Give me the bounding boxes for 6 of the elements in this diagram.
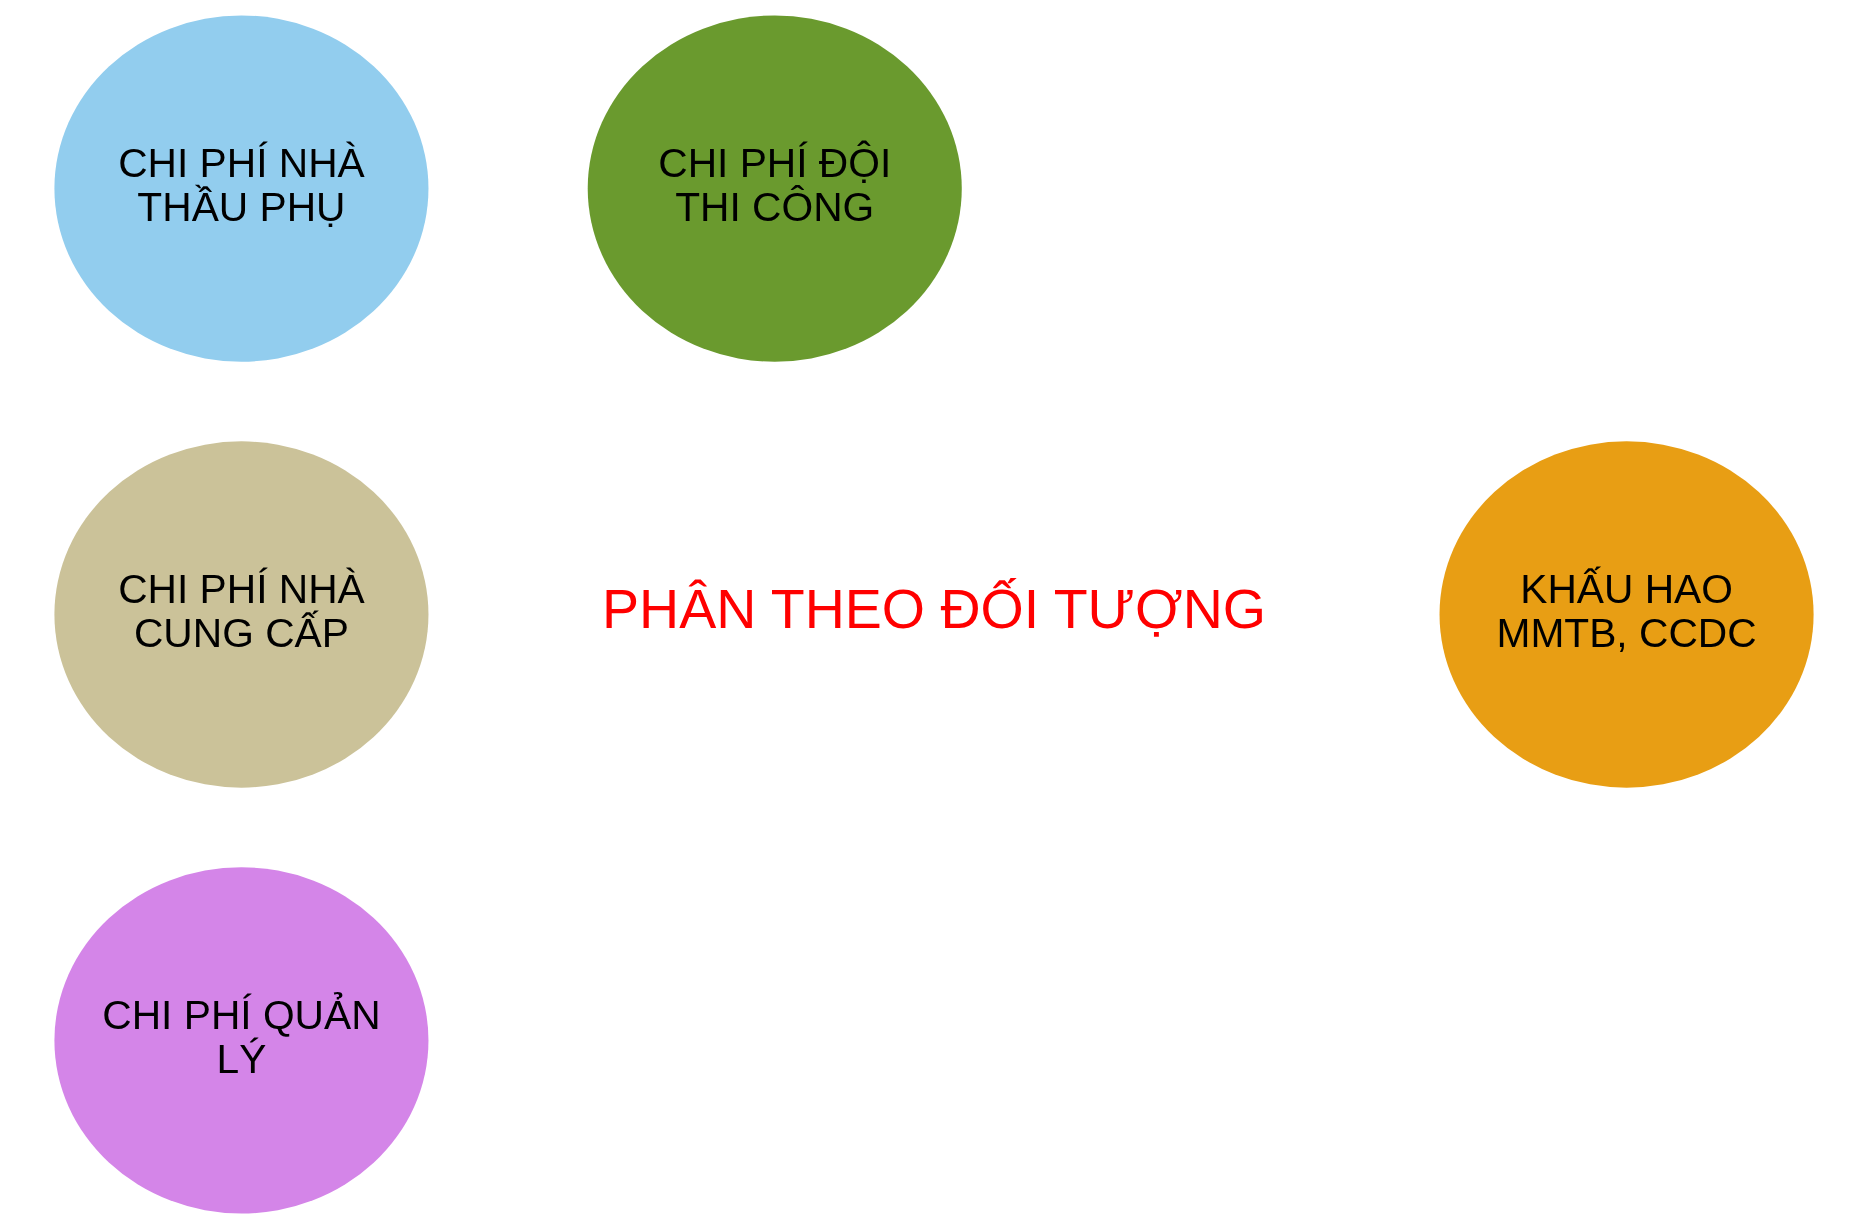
label: PHÂN THEO ĐỐI TƯỢNG — [602, 578, 1266, 641]
node-circle: CHI PHÍ NHÀ CUNG CẤP — [54, 441, 429, 788]
node-circle: KHẤU HAO MMTB, CCDC — [1439, 441, 1814, 788]
node-circle: CHI PHÍ ĐỘI THI CÔNG — [587, 15, 962, 362]
node-circle: CHI PHÍ QUẢN LÝ — [54, 867, 429, 1214]
node-circle: CHI PHÍ NHÀ THẦU PHỤ — [54, 15, 429, 362]
